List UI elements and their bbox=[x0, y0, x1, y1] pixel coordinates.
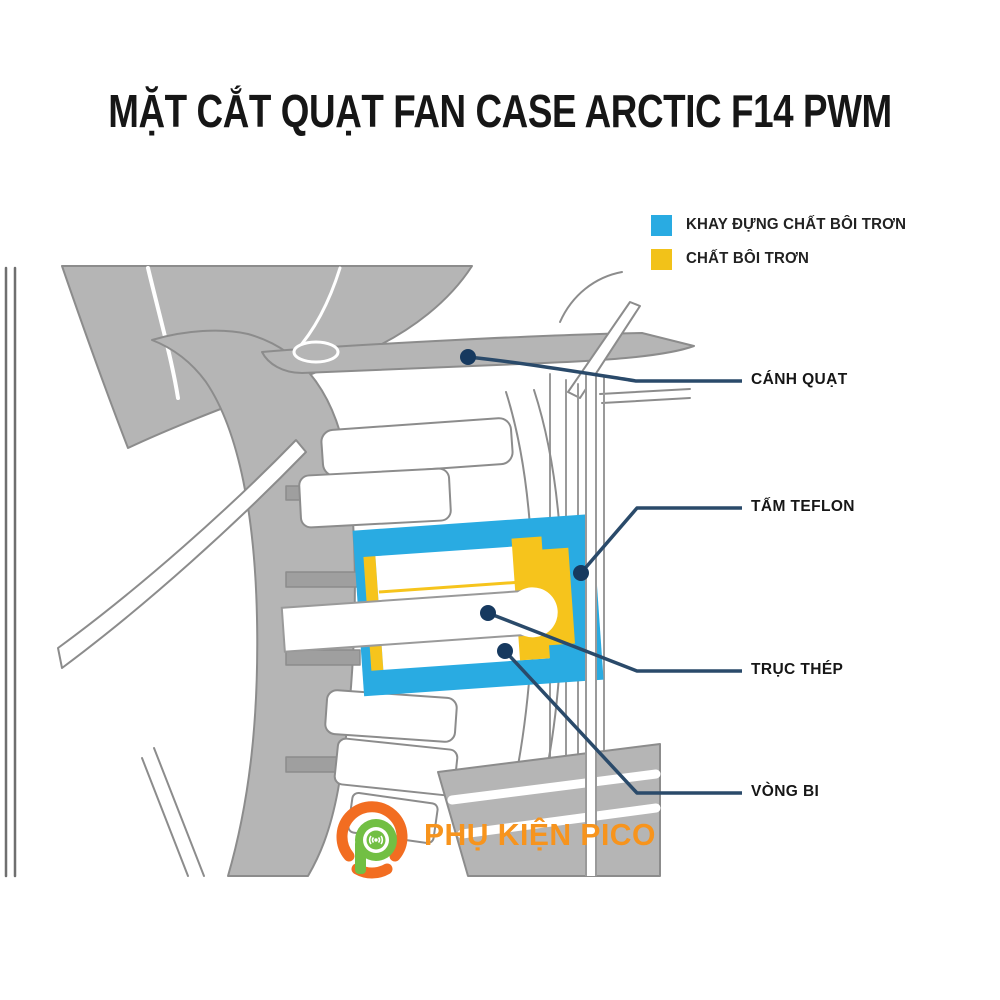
leader-line-truc-thep bbox=[487, 611, 742, 673]
leader-dot-vong-bi bbox=[497, 643, 513, 659]
callout-label-vong-bi: VÒNG BI bbox=[751, 783, 820, 800]
leader-line-canh-quat bbox=[467, 355, 742, 383]
legend-item-tray: KHAY ĐỰNG CHẤT BÔI TRƠN bbox=[651, 214, 913, 236]
legend-label: CHẤT BÔI TRƠN bbox=[686, 250, 810, 267]
broadcast-waves-icon bbox=[368, 835, 384, 845]
brand-name: PHỤ KIỆN PICO bbox=[424, 817, 656, 852]
fan-blade-horizontal bbox=[261, 332, 695, 374]
leader-dot-truc-thep bbox=[480, 605, 496, 621]
callout-label-tam-teflon: TẤM TEFLON bbox=[751, 498, 855, 515]
callout-label-canh-quat: CÁNH QUẠT bbox=[751, 371, 848, 388]
rotor-top-arc bbox=[559, 271, 623, 323]
blue-square-swatch bbox=[651, 214, 672, 236]
fan-blade-thin bbox=[57, 439, 307, 669]
yellow-square-swatch bbox=[651, 248, 672, 270]
callout-label-truc-thep: TRỤC THÉP bbox=[751, 661, 844, 678]
stator-coils bbox=[298, 417, 514, 845]
bearing-assembly bbox=[280, 513, 604, 697]
leader-line-vong-bi bbox=[503, 649, 742, 795]
frame-front-band bbox=[585, 373, 597, 876]
legend-item-lubricant: CHẤT BÔI TRƠN bbox=[651, 248, 913, 270]
pico-p-broadcast-logo bbox=[336, 801, 408, 879]
leader-dot-tam-teflon bbox=[573, 565, 589, 581]
leader-dot-canh-quat bbox=[460, 349, 476, 365]
frame-rail-lines bbox=[4, 266, 17, 878]
leader-line-tam-teflon bbox=[579, 506, 742, 575]
legend: KHAY ĐỰNG CHẤT BÔI TRƠN CHẤT BÔI TRƠN bbox=[651, 214, 913, 282]
page-title: MẶT CẮT QUẠT FAN CASE ARCTIC F14 PWM bbox=[108, 85, 892, 137]
leader-dots bbox=[460, 349, 589, 659]
blade-hub-notch bbox=[292, 340, 340, 364]
legend-label: KHAY ĐỰNG CHẤT BÔI TRƠN bbox=[686, 216, 907, 233]
fan-blade-thin-lower bbox=[141, 747, 205, 877]
frame-top-lines bbox=[599, 388, 691, 404]
leader-lines bbox=[467, 355, 742, 795]
